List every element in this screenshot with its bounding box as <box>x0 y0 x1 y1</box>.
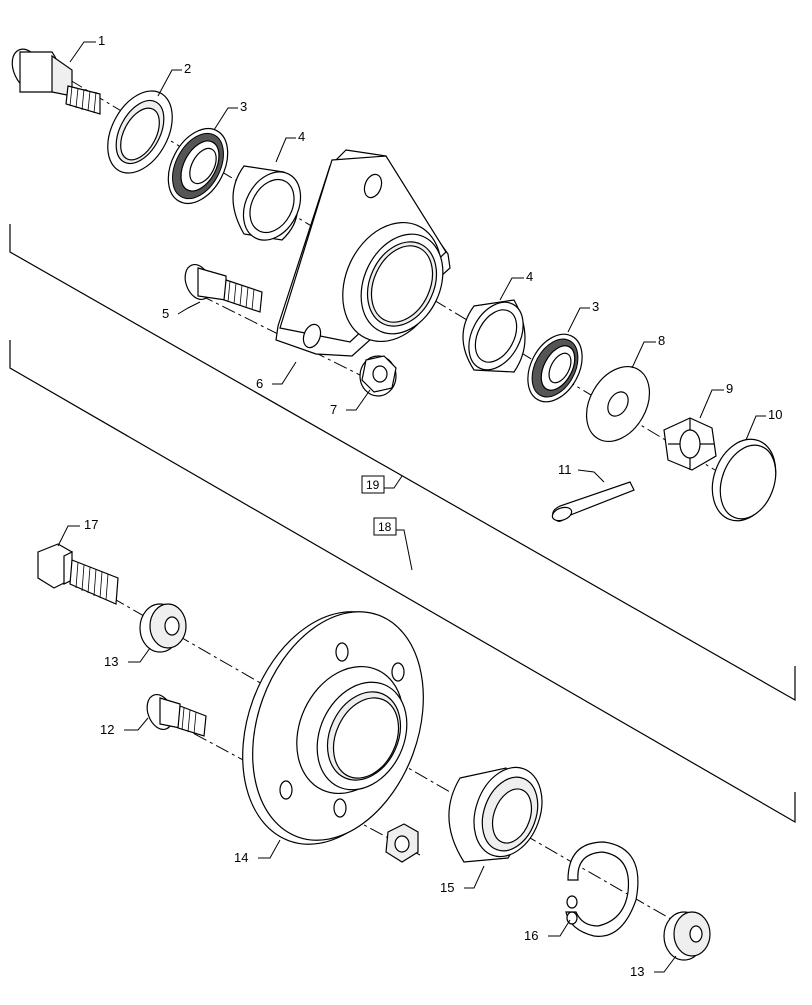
callout-9: 9 <box>726 381 733 396</box>
callout-3: 3 <box>240 99 247 114</box>
part-4-cup-lower <box>462 299 526 373</box>
callout-6: 6 <box>256 376 263 391</box>
part-2-seal-ring <box>107 90 173 174</box>
callout-1: 1 <box>98 33 105 48</box>
part-4-cup-upper <box>232 165 302 241</box>
callout-7: 7 <box>330 402 337 417</box>
part-13-nut-upper <box>139 603 187 653</box>
leader-lines <box>57 41 766 973</box>
part-12-carriage-bolt <box>146 693 207 737</box>
callout-labels: 1 2 3 4 4 3 5 6 7 8 9 10 11 17 13 12 14 … <box>84 33 782 979</box>
callout-11: 11 <box>558 462 572 477</box>
callout-4b: 4 <box>526 269 533 284</box>
callout-12: 12 <box>100 722 114 737</box>
part-3-bearing-upper <box>167 128 229 204</box>
callout-2: 2 <box>184 61 191 76</box>
part-13-nut-lower <box>663 911 711 961</box>
part-7-flange-nut <box>359 355 397 397</box>
callout-17: 17 <box>84 517 98 532</box>
svg-text:19: 19 <box>366 478 380 492</box>
part-11-cotter-pin <box>551 481 635 522</box>
assembly-label-19: 19 <box>361 475 385 494</box>
callout-10: 10 <box>768 407 782 422</box>
svg-text:18: 18 <box>378 520 392 534</box>
callout-15: 15 <box>440 880 454 895</box>
part-16-snap-ring <box>565 841 639 937</box>
part-17-hex-bolt <box>37 543 119 605</box>
part-6-flange-housing <box>275 149 451 357</box>
callout-8: 8 <box>658 333 665 348</box>
assembly-bracket-19 <box>9 224 796 702</box>
callout-13: 13 <box>104 654 118 669</box>
callout-13b: 13 <box>630 964 644 979</box>
part-5-carriage-bolt <box>184 263 263 313</box>
callout-4: 4 <box>298 129 305 144</box>
assembly-bracket-18 <box>9 340 796 824</box>
part-15-bearing <box>448 766 543 863</box>
part-9-castle-nut <box>663 417 717 471</box>
callout-3b: 3 <box>592 299 599 314</box>
part-14-hub <box>242 611 424 845</box>
part-13-nut-hub <box>385 823 419 863</box>
callout-5: 5 <box>162 306 169 321</box>
part-10-dust-cap <box>711 438 777 522</box>
part-1-stud <box>11 48 101 115</box>
part-8-washer <box>585 366 651 442</box>
part-3-bearing-lower <box>527 333 583 403</box>
callout-16: 16 <box>524 928 538 943</box>
assembly-label-18: 18 <box>373 517 397 536</box>
callout-14: 14 <box>234 850 248 865</box>
